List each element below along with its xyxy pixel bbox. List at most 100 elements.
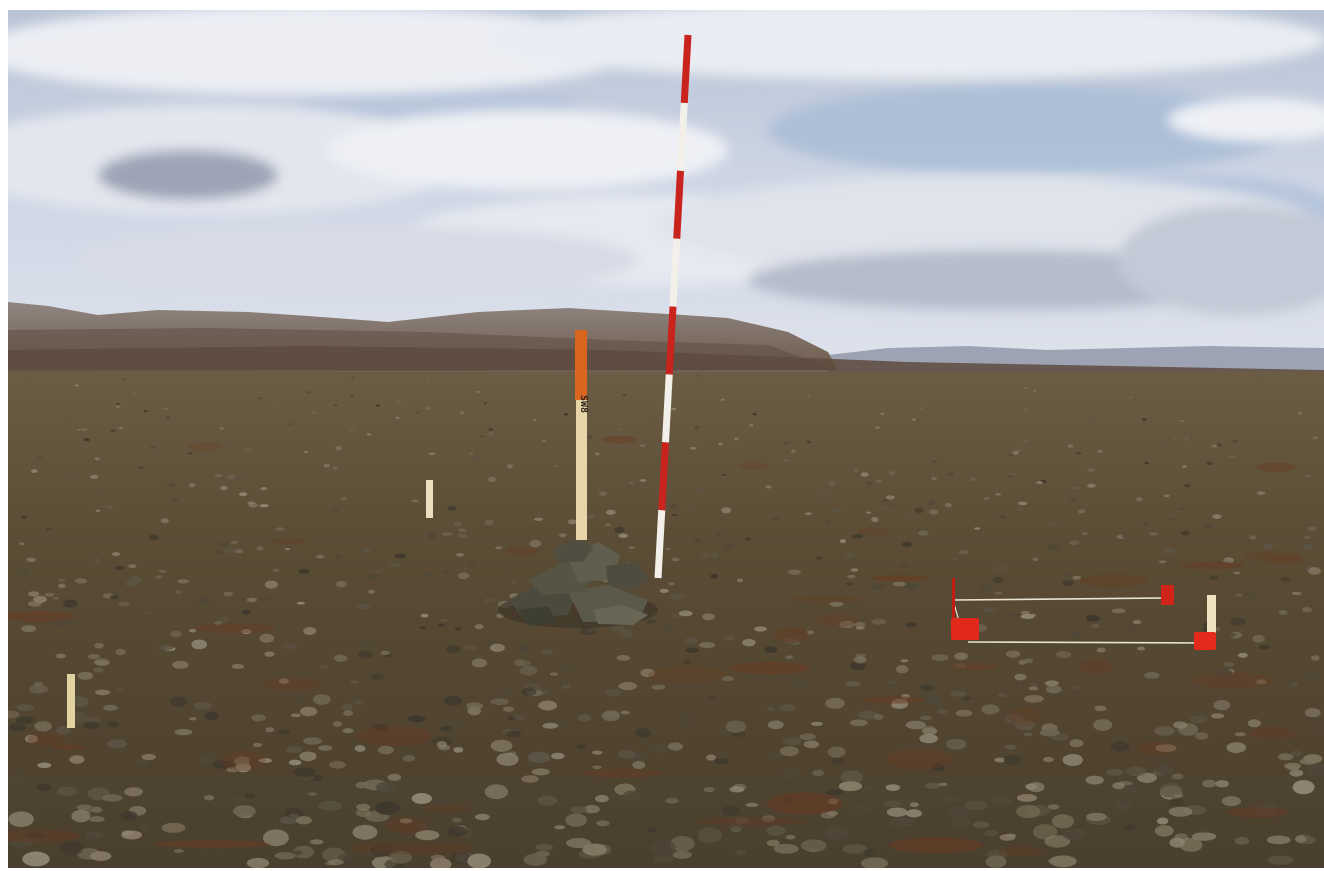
rock: [639, 479, 647, 482]
rock: [85, 830, 104, 840]
rock: [71, 809, 91, 823]
moss-patch: [997, 846, 1043, 857]
rock: [191, 639, 207, 650]
rock: [284, 548, 291, 551]
rock: [1179, 420, 1185, 422]
rock: [553, 465, 558, 467]
moss-patch: [51, 744, 86, 751]
rock: [110, 429, 116, 432]
rock: [1048, 544, 1060, 550]
rock: [931, 654, 949, 662]
rock: [1121, 534, 1129, 539]
pole-red-segment: [658, 442, 669, 511]
rock: [559, 533, 567, 538]
rock: [300, 706, 318, 717]
moss-patch: [1009, 706, 1041, 726]
rock: [974, 527, 980, 530]
rock: [604, 523, 612, 527]
rock: [272, 568, 280, 573]
rock: [296, 601, 305, 605]
rock: [924, 782, 940, 789]
rock: [66, 475, 75, 480]
rock: [449, 720, 462, 727]
rock: [1242, 592, 1256, 599]
rock: [815, 556, 823, 560]
rock: [825, 697, 845, 709]
rock: [697, 827, 722, 843]
landscape-photo: SW8: [8, 10, 1324, 868]
rock: [1233, 571, 1241, 575]
rock: [788, 569, 801, 575]
rock: [949, 690, 967, 697]
rock: [1049, 521, 1058, 526]
rock: [1290, 682, 1299, 688]
rock: [370, 844, 392, 857]
rock: [754, 626, 767, 632]
rock: [516, 645, 533, 652]
rock: [828, 746, 846, 758]
rock: [26, 557, 37, 563]
rock: [419, 626, 428, 629]
rock: [684, 636, 699, 645]
labeled-survey-stake: SW8: [575, 330, 589, 540]
rock: [1216, 668, 1233, 679]
rock: [860, 472, 869, 477]
pole-red-segment: [665, 306, 677, 375]
rock: [1008, 612, 1020, 618]
rock: [158, 569, 167, 574]
rock: [399, 818, 413, 824]
rock: [83, 721, 100, 730]
rock: [231, 664, 245, 669]
rock: [1113, 800, 1131, 810]
rock: [1086, 812, 1107, 822]
rock: [1179, 837, 1203, 852]
rock: [474, 624, 484, 630]
rock: [71, 696, 89, 708]
rock: [1304, 535, 1310, 540]
rock: [488, 476, 497, 482]
rock: [752, 412, 757, 416]
rock: [150, 445, 157, 449]
rock: [823, 826, 850, 841]
rock: [132, 392, 137, 395]
rock: [970, 477, 977, 482]
rock: [1068, 630, 1085, 638]
rock: [164, 408, 169, 410]
rock: [332, 721, 342, 727]
rock: [1299, 758, 1318, 765]
stake-wood: [576, 400, 587, 540]
moss-patch: [272, 538, 306, 545]
rock: [554, 825, 566, 830]
rock: [1106, 768, 1124, 776]
rock: [766, 825, 786, 836]
rock: [622, 393, 627, 397]
rock: [852, 468, 858, 472]
rock: [1005, 650, 1021, 658]
rock: [950, 557, 958, 561]
rock: [367, 573, 381, 579]
rock: [527, 751, 551, 764]
rock: [356, 803, 371, 811]
rock: [1238, 652, 1248, 658]
rock: [994, 591, 1003, 595]
rock: [765, 485, 772, 489]
rock: [446, 826, 467, 837]
rock: [1094, 705, 1107, 712]
rock: [89, 816, 105, 823]
rock: [189, 628, 197, 633]
rock: [174, 590, 183, 594]
rock: [685, 647, 699, 653]
rock: [951, 817, 972, 828]
rock: [832, 757, 845, 765]
rock: [159, 645, 174, 651]
rock: [873, 714, 884, 720]
rock: [541, 649, 553, 655]
rock: [118, 426, 124, 430]
red-flag: [951, 618, 979, 640]
moss-patch: [773, 626, 809, 643]
rock: [1045, 685, 1062, 694]
moss-patch: [1078, 574, 1149, 587]
rock: [246, 597, 258, 603]
rock: [277, 729, 291, 735]
rock: [585, 514, 596, 519]
